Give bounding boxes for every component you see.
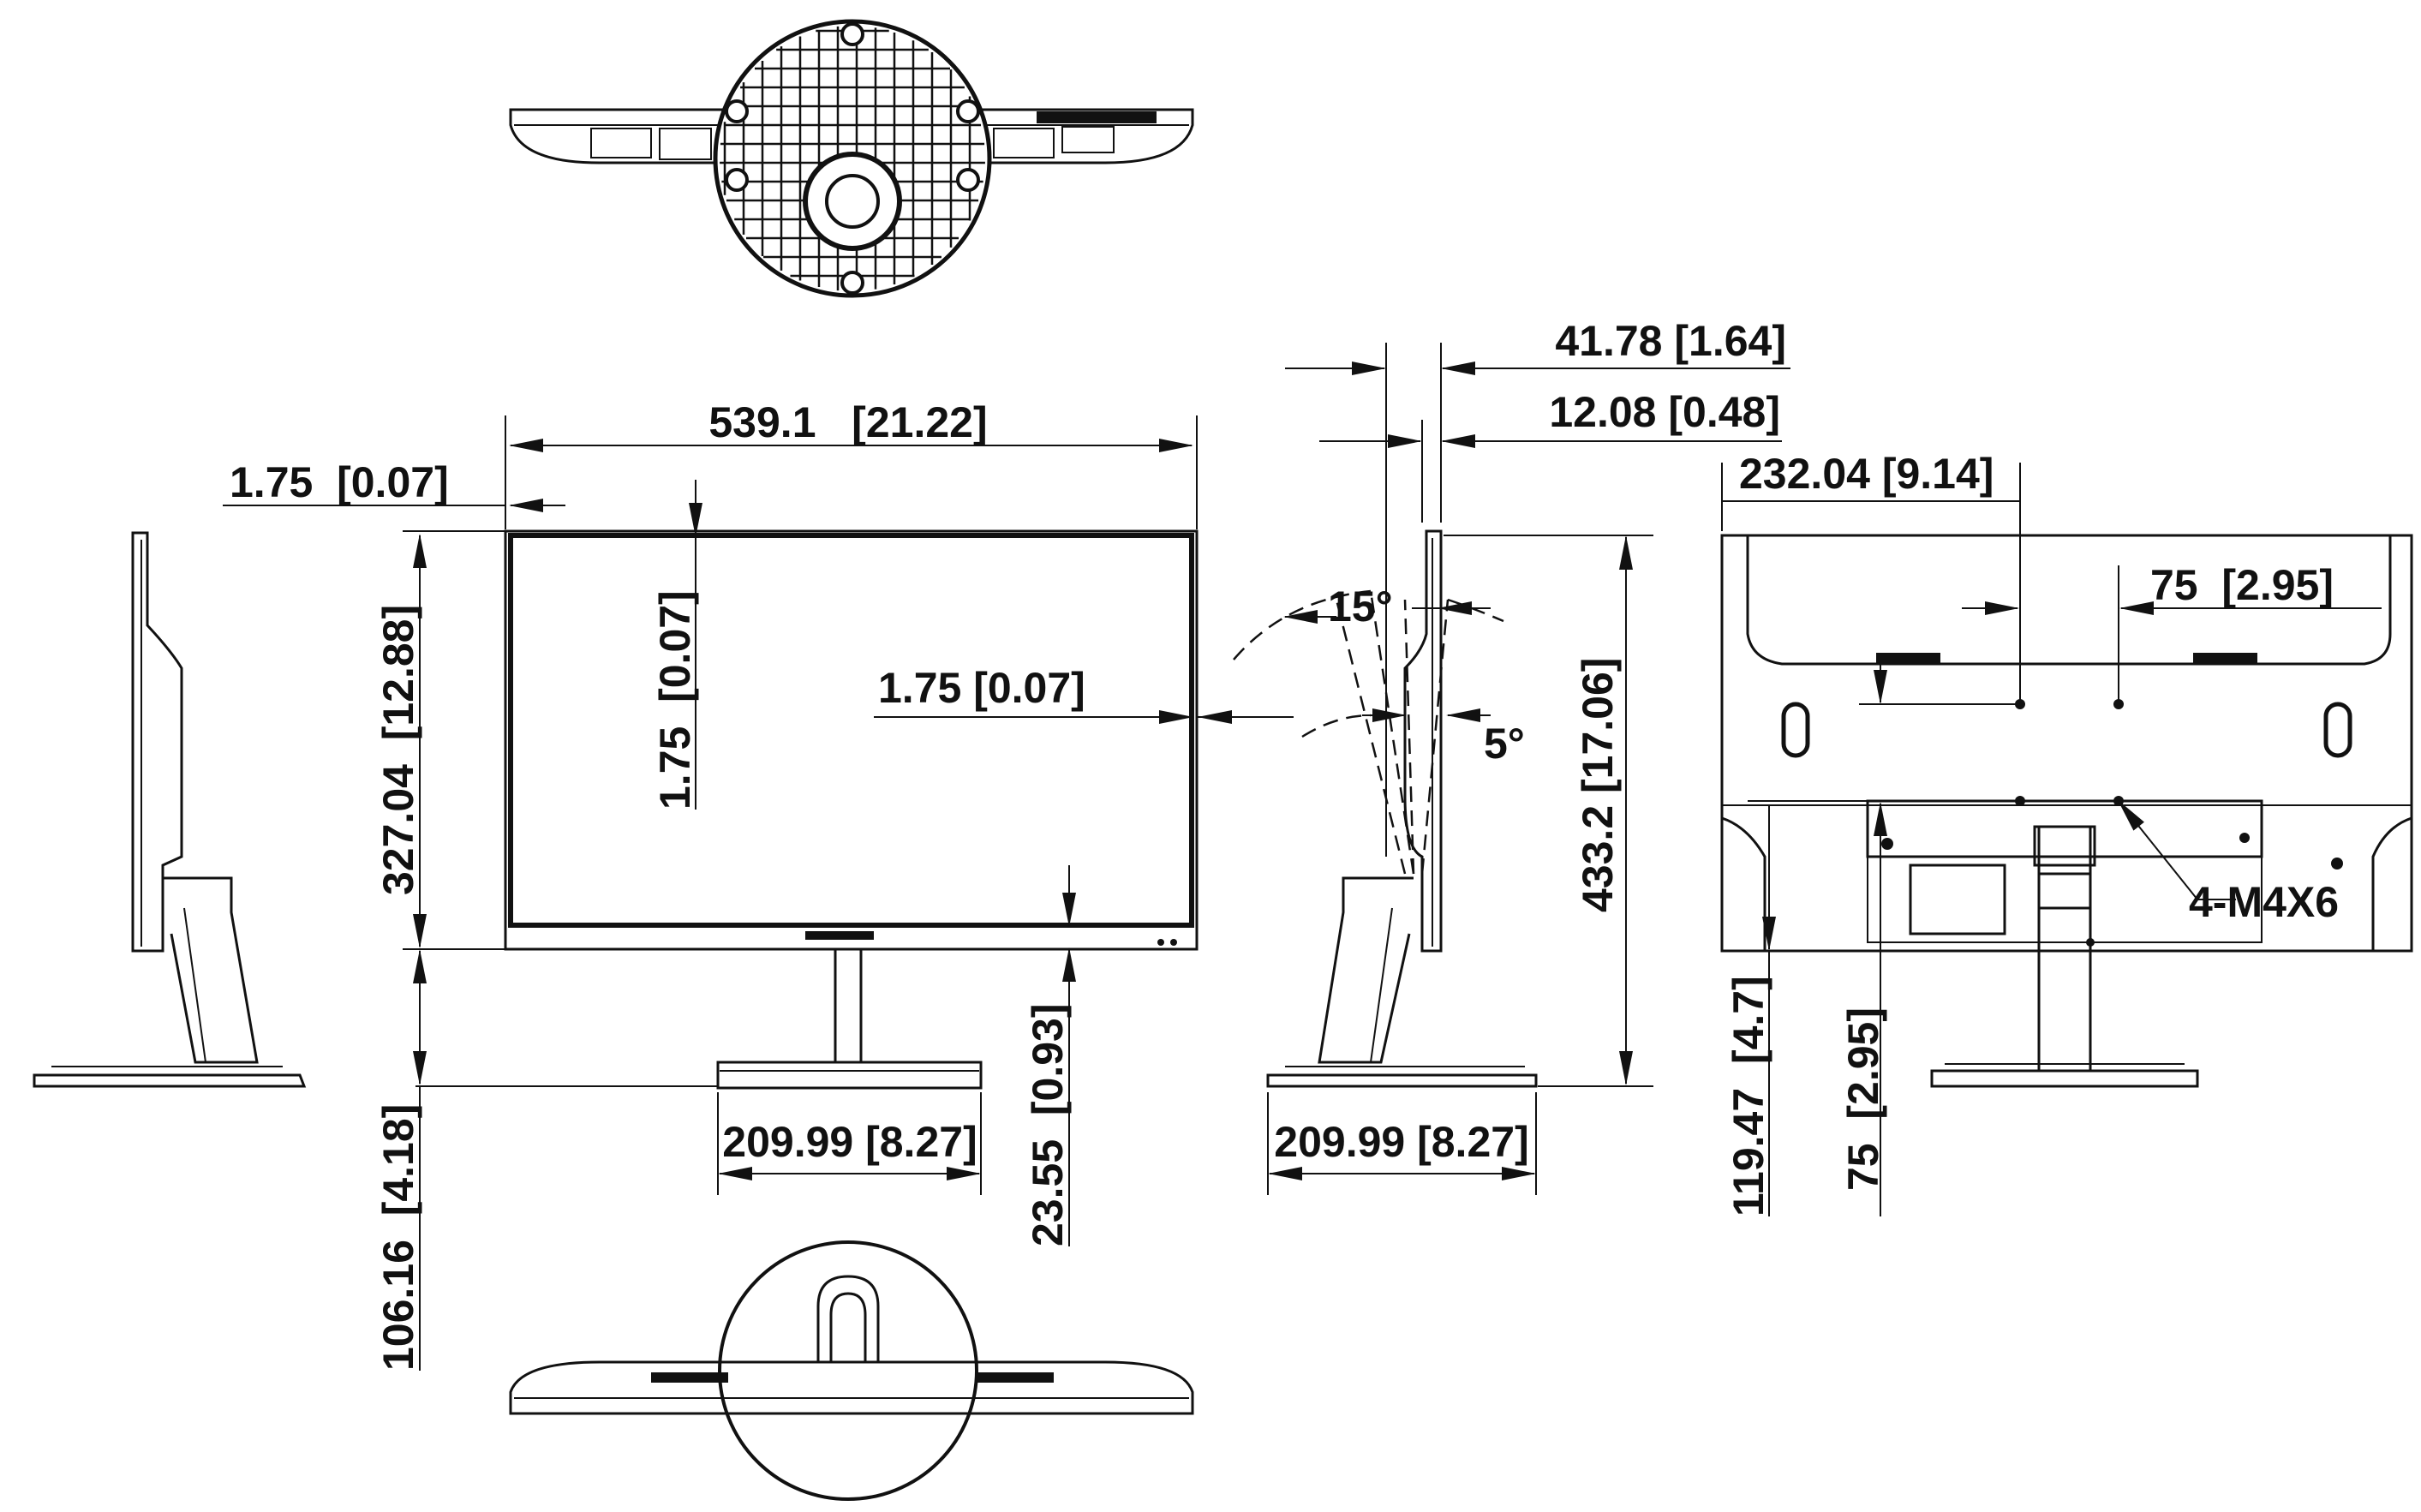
top-left-bezel-label: 1.75 [0.07] <box>230 458 449 506</box>
side-base-width-label: 209.99 [8.27] <box>1274 1118 1528 1166</box>
overall-depth-label: 41.78 [1.64] <box>1555 317 1786 365</box>
screw-spec-label: 4-M4X6 <box>2189 878 2339 926</box>
vesa-bottom-label: 119.47 [4.7] <box>1725 976 1772 1216</box>
screen-height-label: 327.04 [12.88] <box>374 605 422 895</box>
monitor-left-profile-icon <box>33 531 307 1088</box>
top-bezel-vertical-label: 1.75 [0.07] <box>651 590 699 810</box>
vesa-spacing-x-label: 75 [2.95] <box>2150 561 2334 609</box>
vesa-spacing-y-label: 75 [2.95] <box>1839 1007 1887 1191</box>
side-bezel-label: 1.75 [0.07] <box>878 664 1085 712</box>
monitor-top-view-icon <box>509 19 1194 298</box>
panel-depth-label: 12.08 [0.48] <box>1549 388 1780 436</box>
front-dimension-lines <box>223 415 1294 1371</box>
rear-dimension-lines <box>1721 463 2382 1216</box>
vesa-grid-pattern <box>720 26 985 291</box>
front-base-width-label: 209.99 [8.27] <box>722 1118 977 1166</box>
tilt-forward-label: 5° <box>1484 720 1525 768</box>
side-dimension-lines <box>1267 343 1790 1195</box>
tilt-back-label: 15° <box>1328 583 1393 630</box>
overall-height-label: 433.2 [17.06] <box>1574 658 1622 912</box>
monitor-bottom-view-icon <box>509 1240 1194 1501</box>
overall-width-label: 539.1 [21.22] <box>708 398 987 446</box>
vesa-offset-label: 232.04 [9.14] <box>1739 450 1994 498</box>
bottom-bezel-label: 23.55 [0.93] <box>1024 1003 1072 1246</box>
base-clearance-label: 106.16 [4.18] <box>374 1104 422 1371</box>
monitor-front-view-icon <box>504 529 1199 1090</box>
monitor-rear-view-icon <box>1720 534 2413 1088</box>
